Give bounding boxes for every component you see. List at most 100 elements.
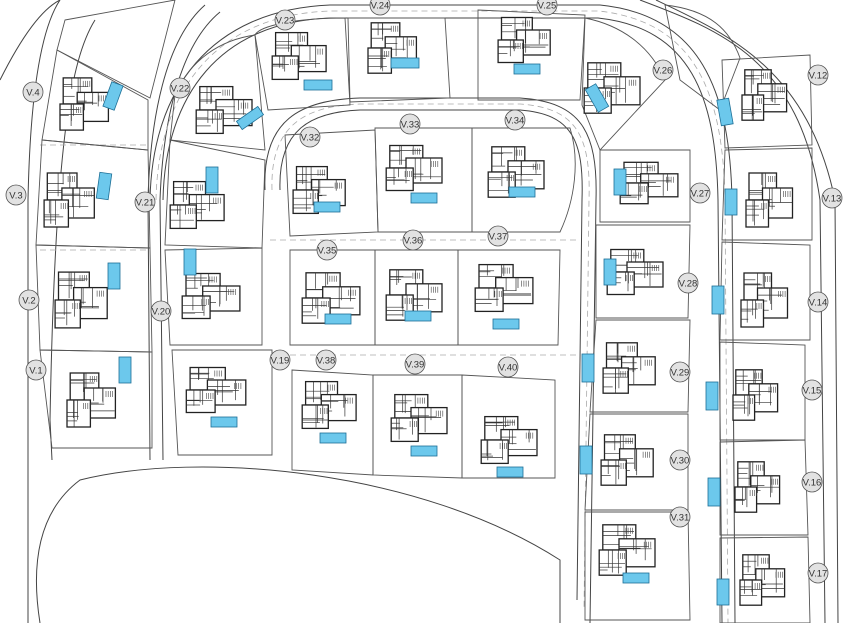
label-circle [169, 77, 191, 99]
pool-v4 [102, 81, 124, 111]
villa-label-v23: V.23 [274, 9, 296, 31]
swimming-pools [95, 57, 738, 606]
pool-v14 [711, 285, 725, 315]
villa-footprints [43, 16, 794, 606]
villa-label-text: V.16 [803, 477, 822, 488]
villa-footprint-v35 [301, 272, 361, 324]
villa-footprint-v30 [600, 434, 654, 486]
villa-label-v29: V.29 [669, 361, 691, 383]
villa-label-v37: V.37 [487, 225, 509, 247]
label-circle [134, 191, 156, 213]
label-circle [5, 184, 27, 206]
pool-v40 [496, 466, 524, 478]
villa-label-text: V.20 [152, 306, 171, 317]
villa-label-v17: V.17 [807, 562, 829, 584]
villa-label-v15: V.15 [801, 379, 823, 401]
label-circle [269, 349, 291, 371]
pool-v35 [324, 313, 352, 325]
label-circle [369, 0, 391, 16]
villa-label-text: V.30 [671, 455, 690, 466]
villa-footprint-v1 [66, 372, 117, 428]
label-circle [315, 349, 337, 371]
villa-label-v12: V.12 [807, 64, 829, 86]
pool-v16 [707, 477, 721, 507]
pool-v32 [313, 201, 341, 213]
villa-footprint-v40 [480, 415, 538, 465]
villa-label-v2: V.2 [18, 289, 40, 311]
villa-footprint-v33 [385, 144, 443, 192]
outer-road-edge-left [27, 0, 61, 623]
label-circle [404, 353, 426, 375]
villa-label-text: V.33 [401, 119, 420, 130]
label-circle [316, 239, 338, 261]
villa-footprint-v2 [54, 271, 108, 329]
villa-footprint-v21 [169, 180, 225, 230]
villa-footprint-v15 [732, 369, 779, 421]
villa-footprint-v12 [741, 69, 788, 121]
villa-footprint-v29 [602, 342, 656, 394]
villa-footprint-v31 [598, 524, 656, 576]
villa-footprint-v37 [474, 263, 534, 313]
villa-label-text: V.14 [809, 297, 828, 308]
villa-label-text: V.2 [22, 295, 35, 306]
pool-v12 [716, 97, 734, 127]
outer-boundary [0, 0, 61, 81]
villa-label-v3: V.3 [5, 184, 27, 206]
pool-v27 [613, 168, 627, 196]
villa-label-v30: V.30 [669, 449, 691, 471]
pool-v31 [622, 572, 650, 584]
pool-v23 [303, 79, 333, 91]
villa-label-v38: V.38 [315, 349, 337, 371]
villa-label-text: V.1 [29, 365, 42, 376]
villa-label-text: V.22 [171, 83, 190, 94]
label-circle [677, 272, 699, 294]
villa-label-text: V.4 [26, 87, 39, 98]
label-circle [18, 289, 40, 311]
villa-footprint-v19 [185, 366, 247, 414]
villa-label-v34: V.34 [504, 109, 526, 131]
villa-label-text: V.15 [803, 385, 822, 396]
villa-label-v24: V.24 [369, 0, 391, 16]
label-circle [25, 359, 47, 381]
villa-footprint-v38 [301, 380, 357, 430]
label-circle [801, 471, 823, 493]
label-circle [150, 300, 172, 322]
villa-label-text: V.38 [317, 355, 336, 366]
label-circle [689, 182, 711, 204]
villa-label-text: V.35 [318, 245, 337, 256]
pool-v28 [603, 258, 617, 286]
label-circle [807, 291, 829, 313]
bottom-open-area [35, 466, 561, 623]
villa-label-v31: V.31 [669, 506, 691, 528]
villa-label-text: V.13 [823, 193, 842, 204]
label-circle [536, 0, 558, 16]
pool-v29 [581, 353, 595, 383]
label-circle [399, 113, 421, 135]
villa-label-v19: V.19 [269, 349, 291, 371]
villa-label-text: V.17 [809, 568, 828, 579]
label-circle [487, 225, 509, 247]
label-circle [807, 64, 829, 86]
pool-v25 [513, 63, 541, 75]
villa-footprint-v34 [487, 146, 545, 198]
villa-footprint-v14 [740, 272, 789, 328]
villa-label-text: V.40 [499, 362, 518, 373]
pool-v26 [584, 83, 610, 113]
villa-label-v40: V.40 [497, 356, 519, 378]
pool-v20 [183, 248, 197, 276]
pool-v39 [410, 445, 438, 457]
villa-label-text: V.28 [679, 278, 698, 289]
pool-v22 [235, 105, 265, 131]
villa-label-v21: V.21 [134, 191, 156, 213]
outer-ring-west [49, 19, 96, 461]
pool-v19 [210, 416, 238, 428]
villa-label-v14: V.14 [807, 291, 829, 313]
label-circle [652, 59, 674, 81]
villa-label-text: V.3 [9, 190, 22, 201]
pool-v36 [404, 310, 432, 322]
label-circle [274, 9, 296, 31]
pool-v13 [724, 188, 738, 216]
label-circle [669, 449, 691, 471]
villa-footprint-v16 [734, 461, 781, 513]
